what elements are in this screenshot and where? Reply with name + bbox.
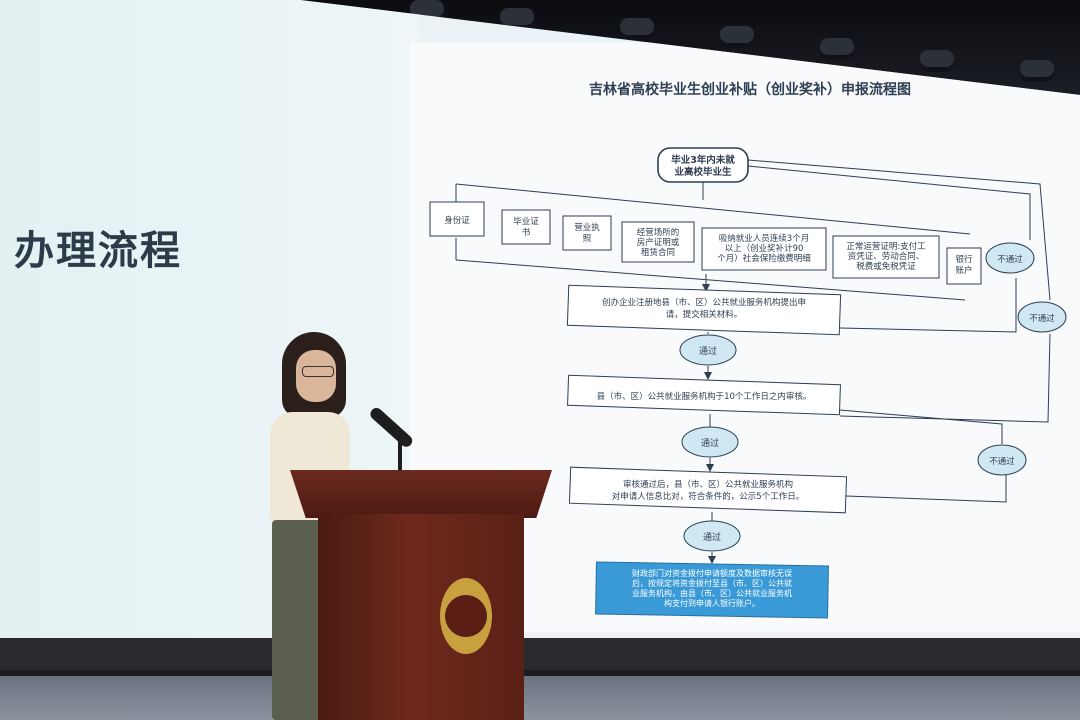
svg-text:通过: 通过 (701, 437, 719, 449)
fail-oval: 不通过 (1017, 301, 1067, 333)
feedback-lines (747, 159, 1051, 503)
svg-text:不通过: 不通过 (989, 456, 1015, 467)
microphone-stand (398, 436, 402, 476)
svg-text:身份证: 身份证 (444, 215, 470, 226)
svg-text:通过: 通过 (699, 345, 717, 357)
fail-oval: 不通过 (985, 242, 1035, 274)
doc-box: 银行账户 (946, 247, 982, 285)
svg-text:银行账户: 银行账户 (955, 254, 973, 276)
podium-top (290, 470, 552, 518)
start-node: 毕业3年内未就业高校毕业生 (657, 147, 749, 183)
svg-text:审核通过后，县（市、区）公共就业服务机构对申请人信息比对，符: 审核通过后，县（市、区）公共就业服务机构对申请人信息比对，符合条件的，公示5个工… (612, 479, 804, 502)
doc-box: 毕业证书 (501, 209, 551, 245)
stage-light (820, 38, 854, 60)
doc-box: 经营场所的房产证明或租赁合同 (621, 221, 695, 263)
speaker-legs (272, 520, 326, 720)
pass-oval: 通过 (681, 426, 739, 458)
flowchart-title: 吉林省高校毕业生创业补贴（创业奖补）申报流程图 (589, 81, 911, 98)
pass-oval: 通过 (683, 520, 741, 552)
stage-light (720, 26, 754, 48)
svg-text:县（市、区）公共就业服务机构于10个工作日之内审核。: 县（市、区）公共就业服务机构于10个工作日之内审核。 (597, 391, 812, 402)
fail-oval: 不通过 (977, 444, 1027, 476)
step-publicity: 审核通过后，县（市、区）公共就业服务机构对申请人信息比对，符合条件的，公示5个工… (568, 466, 848, 514)
svg-text:通过: 通过 (703, 531, 721, 543)
stage-floor (0, 676, 1080, 720)
university-emblem-icon (440, 578, 492, 654)
svg-text:财政部门对资金拨付申请额度及数据审核无误后，按规定将资金拨付: 财政部门对资金拨付申请额度及数据审核无误后，按规定将资金拨付至县（市、区）公共就… (632, 568, 792, 608)
svg-text:经营场所的房产证明或租赁合同: 经营场所的房产证明或租赁合同 (637, 227, 680, 258)
stage-light (1020, 60, 1054, 82)
document-connectors (455, 182, 971, 301)
doc-box: 正常运营证明:支付工资凭证、劳动合同、税费或免税凭证 (832, 235, 940, 279)
document-boxes: 身份证 毕业证书 营业执照 经营场所的房产证明或租赁合同 (429, 201, 982, 285)
flowchart-diagram: 吉林省高校毕业生创业补贴（创业奖补）申报流程图 毕业3年内未就业高校毕业生 (429, 81, 1067, 619)
svg-text:不通过: 不通过 (997, 254, 1023, 265)
svg-text:不通过: 不通过 (1029, 313, 1055, 324)
svg-text:创办企业注册地县（市、区）公共就业服务机构提出申请，提交相关: 创办企业注册地县（市、区）公共就业服务机构提出申请，提交相关材料。 (602, 297, 806, 320)
podium-body (318, 514, 524, 720)
stage-light (920, 50, 954, 72)
svg-text:营业执照: 营业执照 (574, 222, 600, 244)
svg-text:正常运营证明:支付工资凭证、劳动合同、税费或免税凭证: 正常运营证明:支付工资凭证、劳动合同、税费或免税凭证 (846, 241, 926, 272)
doc-box: 身份证 (429, 201, 485, 237)
svg-text:毕业证书: 毕业证书 (513, 216, 539, 238)
slide-heading: 办理流程 (14, 228, 182, 274)
stage-light (620, 18, 654, 40)
flowchart-panel: 吉林省高校毕业生创业补贴（创业奖补）申报流程图 毕业3年内未就业高校毕业生 (410, 42, 1080, 632)
glasses-icon (302, 366, 334, 377)
doc-box: 营业执照 (562, 215, 612, 251)
projection-screen: 办理流程 吉林省高校毕业生创业补贴（创业奖补）申报流程图 毕业3年内未就业高校毕… (0, 0, 1080, 640)
step-review: 县（市、区）公共就业服务机构于10个工作日之内审核。 (567, 374, 841, 416)
start-text: 毕业3年内未就业高校毕业生 (671, 154, 735, 178)
step-payment: 财政部门对资金拨付申请额度及数据审核无误后，按规定将资金拨付至县（市、区）公共就… (595, 561, 829, 619)
step-apply: 创办企业注册地县（市、区）公共就业服务机构提出申请，提交相关材料。 (566, 284, 842, 336)
stage-edge (0, 638, 1080, 670)
pass-oval: 通过 (679, 332, 737, 366)
stage-light (500, 8, 534, 30)
